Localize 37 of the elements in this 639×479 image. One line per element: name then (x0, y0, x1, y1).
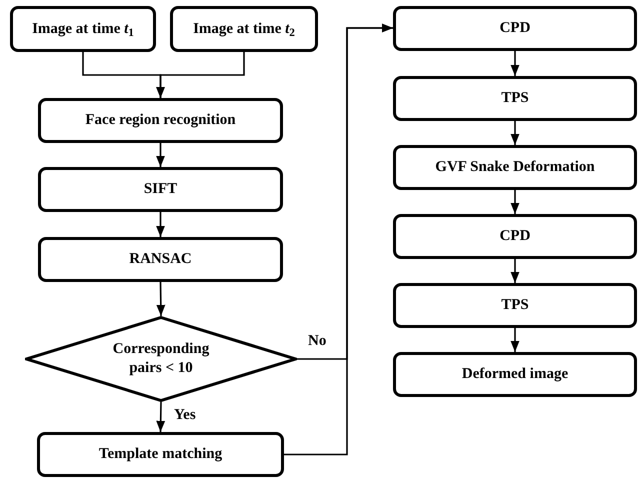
process-text: GVF Snake Deformation (435, 158, 595, 178)
arrow (510, 190, 520, 214)
process-box (393, 283, 637, 328)
arrow (510, 328, 520, 352)
process-text: Image at time t$_{2}$ (193, 20, 295, 40)
process-box (393, 145, 637, 190)
arrow (510, 121, 520, 145)
process-text: Face region recognition (85, 111, 236, 130)
process-box (393, 352, 637, 397)
process-box (393, 214, 637, 259)
process-text: SIFT (144, 180, 178, 200)
arrow (156, 402, 166, 432)
process-text: TPS (501, 296, 529, 316)
process-text: TPS (501, 89, 529, 108)
arrow (510, 51, 520, 76)
process-box (37, 432, 284, 477)
process-text: CPD (500, 19, 530, 38)
process-text: Deformed image (462, 365, 568, 384)
process-box (38, 98, 283, 143)
process-text: Image at time t$_{1}$ (32, 20, 134, 40)
process-box (393, 76, 637, 121)
process-box (10, 6, 156, 52)
process-box (38, 237, 283, 282)
process-text: Template matching (98, 445, 222, 464)
decision-text: Corresponding pairs < 10 (112, 340, 210, 378)
decision-diamond (25, 316, 297, 402)
arrow (156, 282, 166, 316)
arrow (156, 212, 165, 237)
process-box (393, 6, 637, 51)
arrow (156, 143, 165, 167)
process-text: RANSAC (129, 250, 192, 270)
arrow (284, 24, 393, 456)
arrow (510, 259, 520, 283)
process-box (38, 167, 283, 212)
process-box (170, 6, 318, 52)
process-text: CPD (500, 227, 530, 246)
arrow (156, 52, 245, 98)
